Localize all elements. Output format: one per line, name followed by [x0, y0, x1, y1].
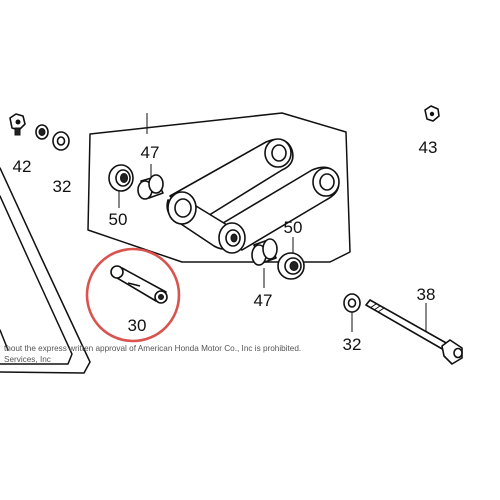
- bushing-47-top-icon: [137, 174, 164, 200]
- collar-30-icon: [110, 265, 168, 304]
- left-frame-panel: [0, 167, 91, 374]
- label-42: 42: [13, 157, 32, 176]
- washer-32-bottom-icon: [343, 293, 361, 313]
- washer-small-icon: [35, 124, 49, 140]
- rocker-arm-icon: [166, 138, 340, 254]
- bolt-42-icon: [9, 113, 26, 136]
- bolt-43-icon: [424, 105, 440, 122]
- bushing-47-bottom-icon: [251, 238, 278, 266]
- label-30: 30: [128, 316, 147, 335]
- pivot-bolt-38-icon: [365, 299, 463, 365]
- label-50-left: 50: [109, 210, 128, 229]
- label-38: 38: [417, 285, 436, 304]
- oil-seal-50-right-icon: [277, 252, 305, 280]
- washer-32-top-icon: [52, 131, 70, 151]
- label-47-top: 47: [141, 143, 160, 162]
- label-32-bottom: 32: [343, 335, 362, 354]
- watermark-line-2: Services, Inc: [4, 355, 51, 364]
- highlight-ring: [85, 247, 181, 343]
- watermark-line-1: thout the express written approval of Am…: [4, 344, 301, 353]
- assembly-outline: [87, 112, 351, 263]
- label-43: 43: [419, 138, 438, 157]
- label-47-bottom: 47: [254, 291, 273, 310]
- oil-seal-50-left-icon: [108, 164, 134, 192]
- label-50-right: 50: [284, 218, 303, 237]
- label-32-top: 32: [53, 177, 72, 196]
